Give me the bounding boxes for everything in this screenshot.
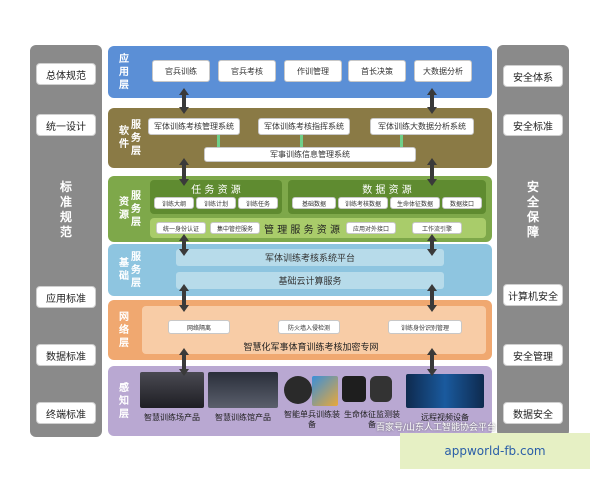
software-info-management-system: 军事训练信息管理系统 <box>204 147 416 162</box>
right-big-label: 安 全 保 障 <box>503 180 563 240</box>
watch-device-image <box>370 376 392 402</box>
watermark-text: 百家号/山东人工智能协会平台 <box>376 423 497 433</box>
cloud-computing-service: 基础云计算服务 <box>176 272 444 289</box>
app-box-big-data-analysis: 大数据分析 <box>414 60 472 82</box>
data-item-interface: 数据接口 <box>442 197 482 209</box>
management-resource-title: 管 理 服 务 资 源 <box>264 225 340 236</box>
task-item-plan: 训练计划 <box>196 197 236 209</box>
data-item-basic: 基础数据 <box>292 197 336 209</box>
smart-training-field-image <box>140 372 204 408</box>
smart-training-hall-image <box>208 372 278 408</box>
application-layer-title: 应 用 层 <box>119 53 129 91</box>
left-item-terminal-standard: 终端标准 <box>36 402 96 424</box>
software-box-command-system: 军体训练考核指挥系统 <box>258 118 350 135</box>
site-banner: appworld-fb.com <box>400 433 590 469</box>
device-label-remote-video: 远程视频设备 <box>421 413 469 422</box>
firewall-intrusion-box: 防火墙入侵检测 <box>278 320 340 334</box>
left-big-char: 标 <box>59 180 72 194</box>
right-item-data-security: 数据安全 <box>503 402 563 424</box>
data-resource-title: 数 据 资 源 <box>362 185 412 196</box>
left-item-data-standard: 数据标准 <box>36 344 96 366</box>
arrow-up-down-icon <box>179 234 189 256</box>
app-box-commander-decision: 首长决策 <box>348 60 406 82</box>
connector-green-mid <box>300 135 303 147</box>
smart-band-image <box>284 376 312 404</box>
infra-layer-title: 基 础 服 务 层 <box>119 251 141 289</box>
arrow-up-down-icon <box>427 284 437 312</box>
device-label-vital-monitor: 生命体征监测装备 <box>344 410 400 429</box>
task-resource-title: 任 务 资 源 <box>191 185 241 196</box>
left-big-char: 范 <box>59 225 72 239</box>
right-big-char: 保 <box>526 210 539 224</box>
encrypted-network-label: 智慧化军事体育训练考核加密专网 <box>243 343 379 353</box>
software-box-big-data-system: 军体训练大数据分析系统 <box>370 118 474 135</box>
mgmt-item-external-api: 应用对外接口 <box>346 222 396 234</box>
left-big-char: 规 <box>59 210 72 224</box>
connector-green-right <box>400 135 403 147</box>
task-item-task: 训练任务 <box>238 197 278 209</box>
device-label-training-hall: 智慧训练馆产品 <box>215 413 271 422</box>
left-item-overall-spec: 总体规范 <box>36 63 96 85</box>
app-box-soldier-training: 官兵训练 <box>152 60 210 82</box>
software-box-management-system: 军体训练考核管理系统 <box>148 118 240 135</box>
right-big-char: 全 <box>526 195 539 209</box>
training-assessment-platform: 军体训练考核系统平台 <box>176 249 444 266</box>
software-layer-title: 软 件 服 务 层 <box>119 119 141 157</box>
arrow-up-down-icon <box>427 348 437 376</box>
data-item-assessment: 训练考核数据 <box>338 197 388 209</box>
left-item-unified-design: 统一设计 <box>36 114 96 136</box>
app-box-soldier-assessment: 官兵考核 <box>218 60 276 82</box>
tablet-device-image <box>312 376 338 406</box>
mgmt-item-workflow-engine: 工作流引擎 <box>412 222 462 234</box>
left-standards-column <box>30 45 102 437</box>
left-big-label: 标 准 规 范 <box>36 180 96 240</box>
task-item-syllabus: 训练大纲 <box>154 197 194 209</box>
right-security-column <box>497 45 569 437</box>
identity-recognition-box: 训练身份识别管理 <box>388 320 462 334</box>
right-item-security-management: 安全管理 <box>503 344 563 366</box>
sensing-layer-title: 感 知 层 <box>119 382 129 420</box>
app-box-training-management: 作训管理 <box>284 60 342 82</box>
right-item-security-system: 安全体系 <box>503 65 563 87</box>
arrow-up-down-icon <box>427 158 437 186</box>
remote-video-device-image <box>406 374 484 408</box>
network-layer-title: 网 络 层 <box>119 311 129 349</box>
right-item-security-standard: 安全标准 <box>503 114 563 136</box>
arrow-up-down-icon <box>179 158 189 186</box>
connector-green-left <box>217 135 220 147</box>
network-isolation-box: 网络隔离 <box>168 320 230 334</box>
arrow-up-down-icon <box>179 348 189 376</box>
right-big-char: 障 <box>526 225 539 239</box>
data-item-vital-signs: 生命体征数据 <box>390 197 440 209</box>
right-big-char: 安 <box>526 180 539 194</box>
device-label-training-field: 智慧训练场产品 <box>144 413 200 422</box>
resource-layer-title: 资 源 服 务 层 <box>119 190 141 228</box>
mgmt-item-central-control: 集中管控服务 <box>210 222 260 234</box>
mgmt-item-identity-auth: 统一身份认证 <box>156 222 206 234</box>
arrow-up-down-icon <box>179 284 189 312</box>
arrow-up-down-icon <box>427 88 437 114</box>
device-label-soldier-equipment: 智能单兵训练装备 <box>284 410 340 429</box>
arrow-up-down-icon <box>179 88 189 114</box>
arrow-up-down-icon <box>427 234 437 256</box>
vital-sign-monitor-image <box>342 376 366 402</box>
left-item-app-standard: 应用标准 <box>36 286 96 308</box>
right-item-computer-security: 计算机安全 <box>503 284 563 306</box>
left-big-char: 准 <box>59 195 72 209</box>
